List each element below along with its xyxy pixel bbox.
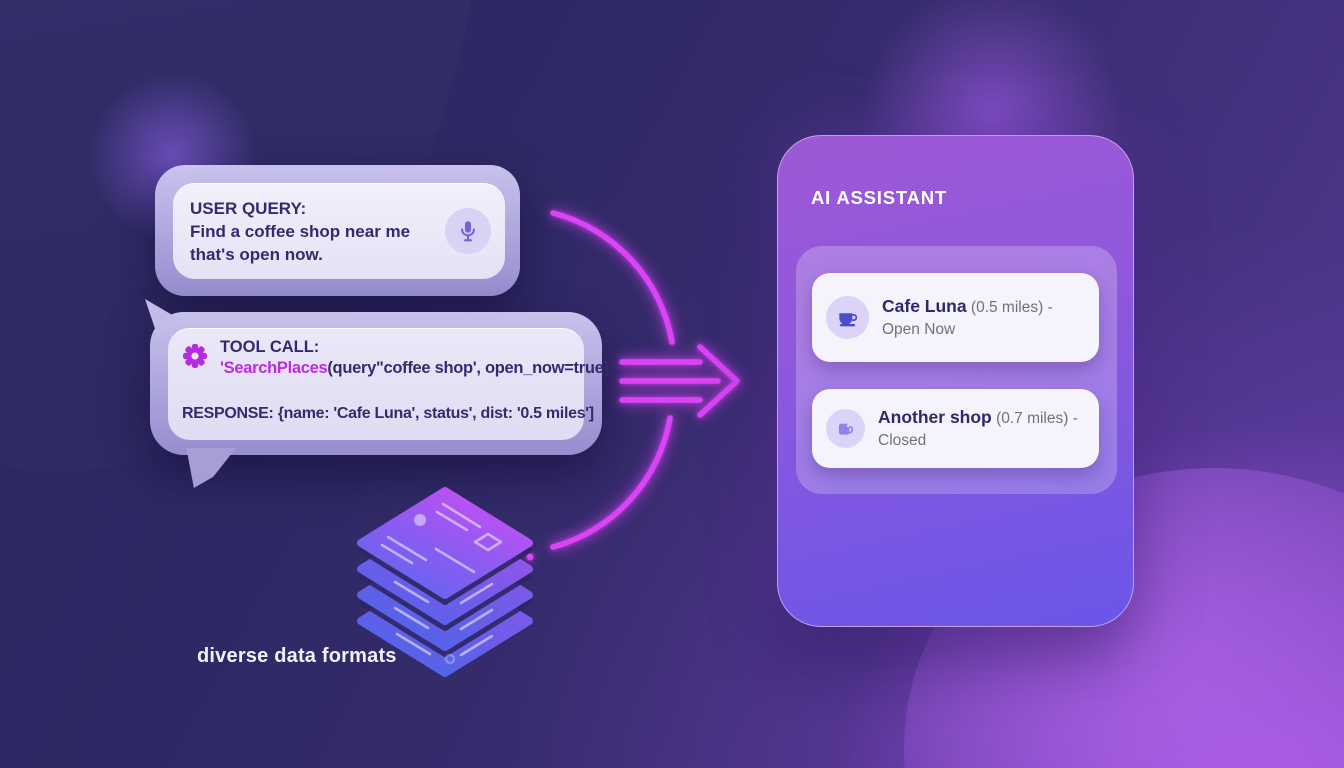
flow-arrow (512, 210, 740, 572)
result-name: Another shop (878, 407, 992, 427)
speech-tail-top (145, 299, 177, 335)
user-query-text: USER QUERY: Find a coffee shop near me t… (190, 197, 435, 266)
user-query-line1: Find a coffee shop near me (190, 221, 411, 241)
flow-dot-1 (526, 553, 534, 561)
tool-call-text: TOOL CALL: 'SearchPlaces(query"coffee sh… (220, 337, 610, 379)
data-stack-illustration (357, 487, 533, 677)
user-query-bubble: USER QUERY: Find a coffee shop near me t… (155, 165, 520, 296)
tool-response: RESPONSE: {name: 'Cafe Luna', status', d… (182, 404, 594, 424)
result-distance: (0.5 miles) - (970, 299, 1053, 316)
tool-call-label: TOOL CALL: (220, 338, 320, 356)
tool-call-row: TOOL CALL: 'SearchPlaces(query"coffee sh… (182, 337, 610, 379)
result-name: Cafe Luna (882, 296, 967, 316)
stack-card-details (380, 502, 503, 665)
user-query-line2: that's open now. (190, 244, 323, 264)
gear-icon (183, 344, 207, 368)
mic-button[interactable] (445, 208, 491, 254)
response-label: RESPONSE: (182, 405, 274, 422)
coffee-cup-icon-circle (826, 296, 869, 339)
ai-assistant-panel: AI ASSISTANT Cafe Luna (0.5 miles) - Ope… (777, 135, 1134, 627)
coffee-cup-icon (839, 313, 858, 327)
tool-call-card: TOOL CALL: 'SearchPlaces(query"coffee sh… (168, 328, 610, 440)
microphone-icon (461, 221, 475, 242)
assistant-results-panel: Cafe Luna (0.5 miles) - Open Now Another… (796, 246, 1117, 494)
result-status: Open Now (882, 321, 956, 338)
ai-assistant-title: AI ASSISTANT (811, 187, 948, 208)
result-card-cafe-luna[interactable]: Cafe Luna (0.5 miles) - Open Now (812, 273, 1099, 362)
tool-call-function-args: (query"coffee shop', open_now=true} (327, 359, 610, 377)
speech-tail-bottom (186, 448, 236, 488)
data-stack-caption: diverse data formats (197, 645, 397, 667)
result-text: Cafe Luna (0.5 miles) - Open Now (882, 295, 1053, 340)
user-query-card: USER QUERY: Find a coffee shop near me t… (173, 183, 505, 279)
mug-icon-circle (826, 409, 865, 448)
mug-icon (838, 423, 854, 435)
response-body: {name: 'Cafe Luna', status', dist: '0.5 … (277, 405, 594, 422)
result-distance: (0.7 miles) - (996, 410, 1078, 427)
tool-call-function-name: 'SearchPlaces (220, 359, 328, 377)
result-text: Another shop (0.7 miles) - Closed (878, 406, 1078, 451)
result-card-another-shop[interactable]: Another shop (0.7 miles) - Closed (812, 389, 1099, 468)
flow-arc-bottom (550, 415, 673, 550)
result-status: Closed (878, 432, 927, 449)
flow-arc-top (550, 210, 675, 345)
user-query-label: USER QUERY: (190, 198, 307, 218)
tool-call-code: 'SearchPlaces(query"coffee shop', open_n… (220, 358, 610, 379)
stack-card-1 (357, 487, 533, 599)
